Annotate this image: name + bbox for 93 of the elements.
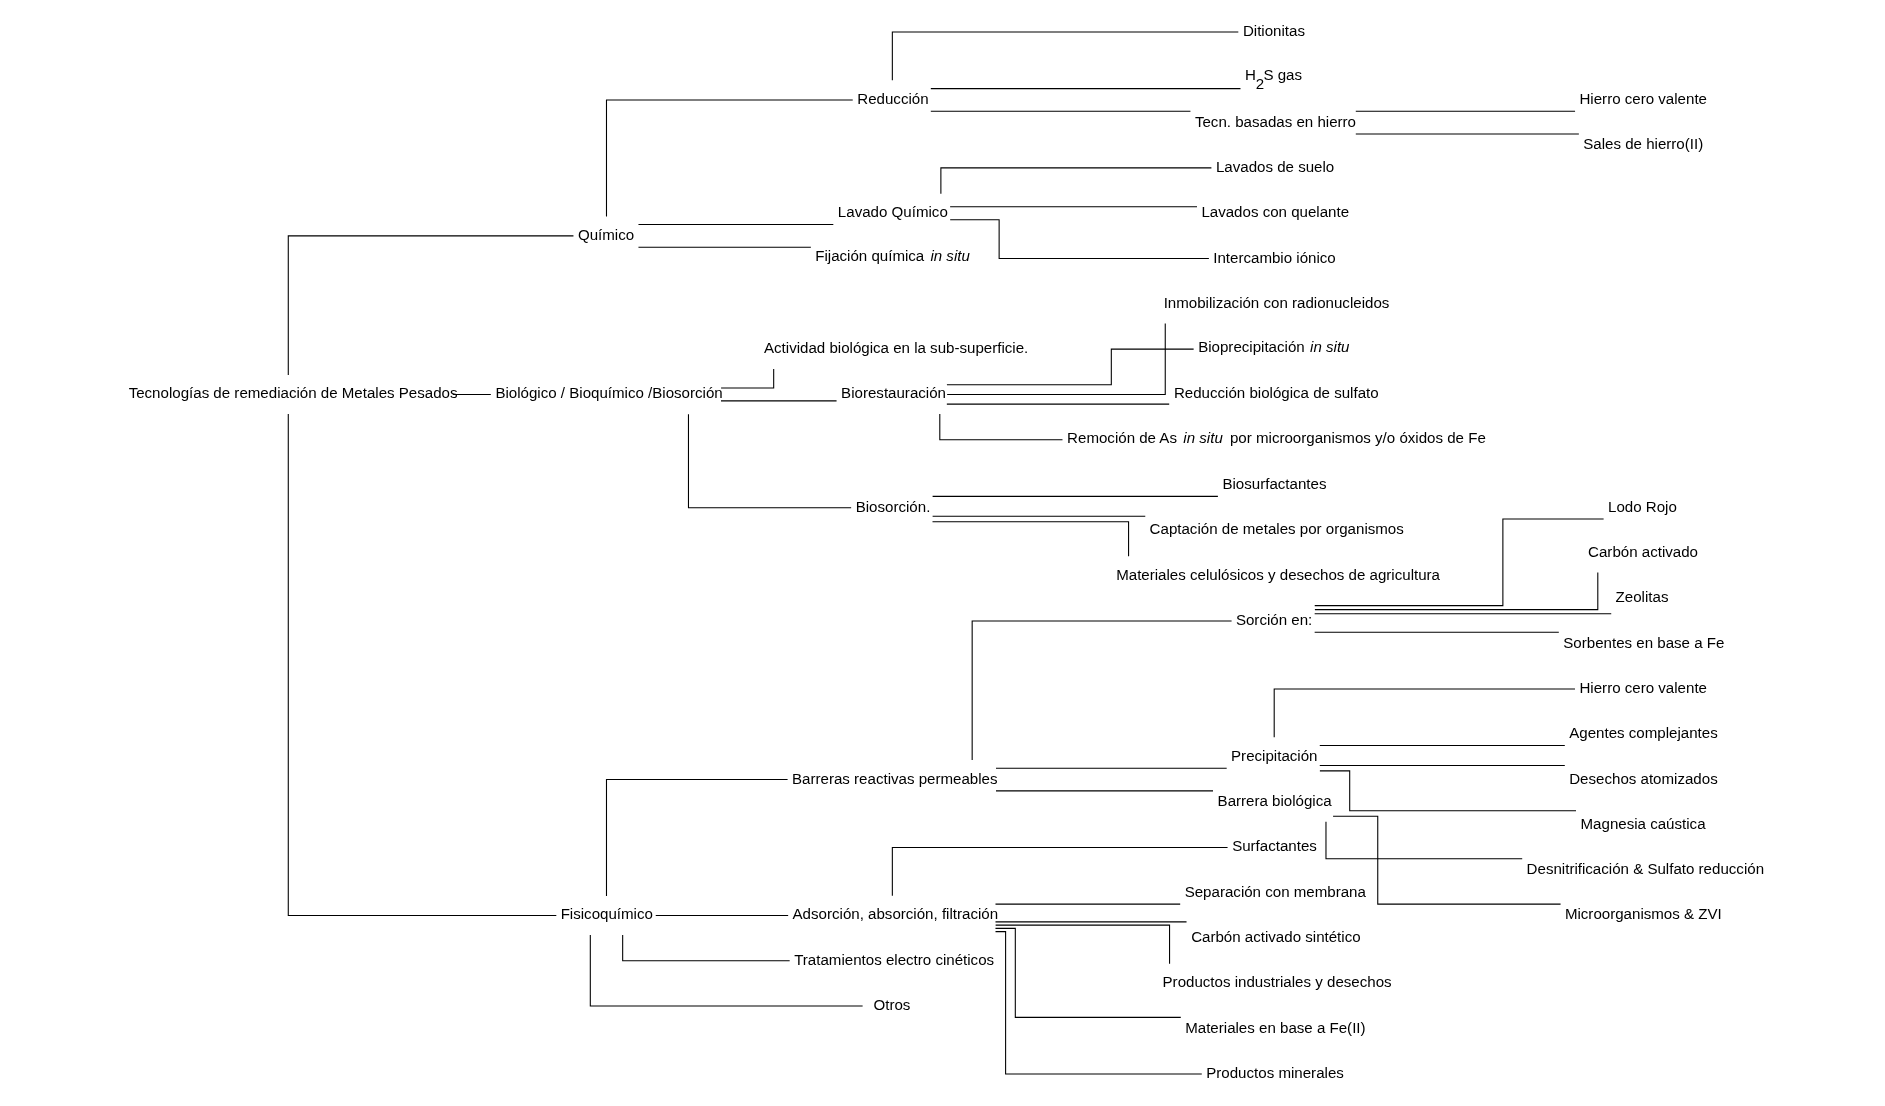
connector [971,620,1233,761]
node-text: Desnitrificación & Sulfato reducción [1526,860,1765,878]
connector [1332,815,1562,905]
node-text: Lavados con quelante [1201,203,1350,221]
connector [995,790,1214,792]
node-text: Desechos atomizados [1569,769,1718,787]
connector [949,219,1210,260]
node-text: Barreras reactivas permeables [792,769,998,787]
node-text: Precipitación [1231,746,1318,764]
node-text: Fijación química in situ [815,247,970,265]
connector [1314,518,1605,607]
node-text: Tratamientos electro cinéticos [794,950,995,968]
node-text: Biológico / Bioquímico /Biosorción [495,384,723,402]
connector [287,413,557,916]
node-text: Sales de hierro(II) [1583,135,1704,153]
node-text: Surfactantes [1232,837,1317,855]
connector [994,927,1182,1018]
connector [932,515,1146,517]
node-text: Separación con membrana [1184,882,1366,900]
connector [994,903,1181,905]
connector [1319,745,1566,747]
node-text: Carbón activado [1588,542,1699,560]
connector [1314,613,1612,615]
node-text: Inmobilización con radionucleidos [1163,293,1390,311]
node-text: Carbón activado sintético [1191,928,1361,946]
connector [1319,770,1577,812]
node-text: Fisicoquímico [560,905,653,923]
connector [622,934,791,962]
connector [930,88,1241,90]
connector [930,110,1191,112]
node-text: Productos industriales y desechos [1162,973,1392,991]
connector [1314,571,1599,611]
connector [287,235,574,376]
node-text: Adsorción, absorción, filtración [792,905,999,923]
connector [1273,688,1576,738]
connector [995,924,1171,965]
connector [932,495,1219,497]
connector [720,368,775,389]
connector [891,31,1239,81]
connector [452,393,492,395]
node-text: Químico [577,225,635,243]
connector [637,246,812,248]
node-text: Materiales en base a Fe(II) [1185,1018,1366,1036]
node-text: Magnesia caústica [1580,814,1706,832]
connector [949,206,1198,208]
node-text: Materiales celulósicos y desechos de agricultura [1116,565,1441,583]
node-text: Barrera biológica [1217,792,1332,810]
connector [946,348,1195,386]
node-text: Zeolitas [1615,588,1669,606]
node-text: Actividad biológica en la sub-superficie. [763,339,1029,357]
connector [946,322,1166,395]
node-text: Lavado Químico [837,203,948,221]
node-text: Biosurfactantes [1222,475,1327,493]
connector [637,224,834,226]
node-text: Lodo Rojo [1608,497,1677,515]
node-text: Hierro cero valente [1579,89,1707,107]
node-text: Captación de metales por organismos [1149,520,1404,538]
connector [589,934,864,1007]
connector [995,767,1228,769]
node-text: Reducción biológica de sulfato [1173,384,1379,402]
connector [720,400,838,402]
node-text: Microorganismos & ZVI [1564,905,1722,923]
connector [931,521,1130,557]
connector [1325,821,1523,860]
node-text: Biosorción. [855,497,931,515]
node-text: Intercambio iónico [1213,248,1336,266]
node-text: Otros [873,996,911,1014]
node-text: Agentes complejantes [1569,724,1718,742]
connector [605,779,789,897]
node-text: Reducción [857,89,929,107]
connector [940,167,1212,195]
node-text: Lavados de suelo [1215,157,1335,175]
node-text: Sorbentes en base a Fe [1563,633,1725,651]
connector [994,921,1188,923]
node-text: Bioprecipitación in situ [1198,338,1350,356]
connector [655,914,789,916]
node-text: Biorestauración [841,384,946,402]
connector [1355,110,1576,112]
node-text: Productos minerales [1206,1064,1344,1081]
node-text: Tecnologías de remediación de Metales Pesados [128,384,458,402]
node-text: Remoción de As in situ por microorganismos y/o óxidos de Fe [1067,428,1486,446]
connector [891,846,1229,897]
connector [946,403,1170,405]
connector [605,99,854,217]
connector [939,413,1064,441]
connector [687,413,852,509]
connector [1319,764,1566,767]
node-text: Ditionitas [1242,21,1305,39]
connector [994,931,1203,1075]
node-text: Hierro cero valente [1579,678,1707,696]
node-text: Tecn. basadas en hierro [1194,112,1357,130]
connector [1314,631,1560,633]
node-text: Sorción en: [1235,610,1313,628]
